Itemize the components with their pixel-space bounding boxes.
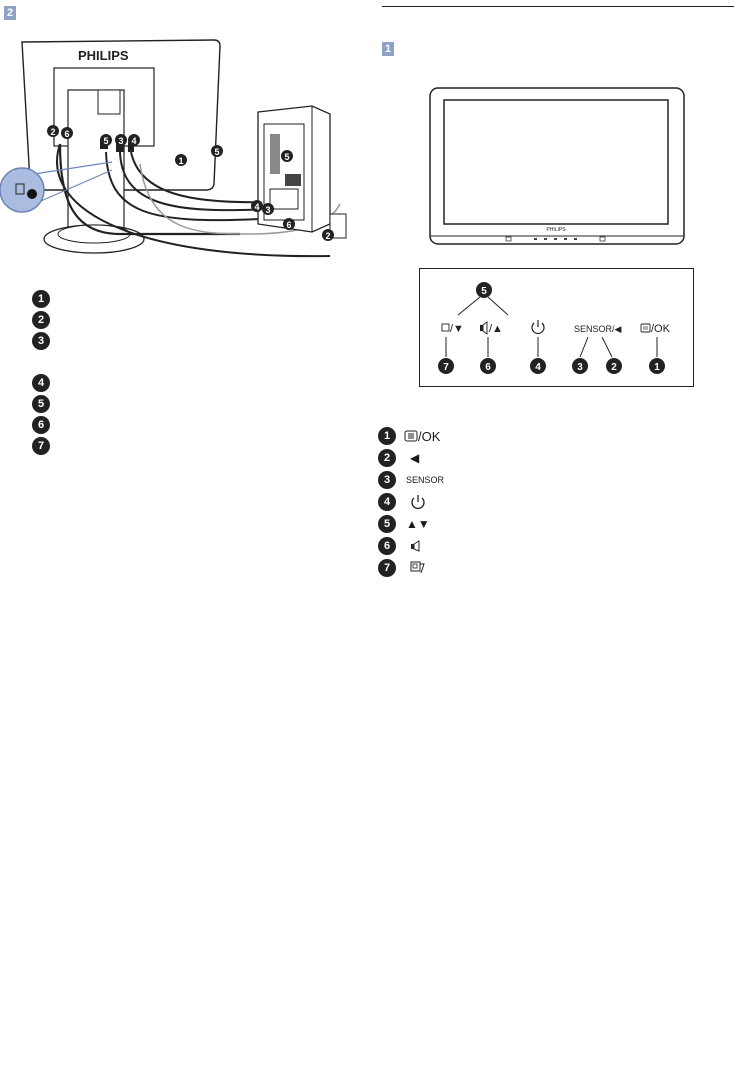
legend-number: 3: [378, 471, 396, 489]
input-icon: [410, 561, 426, 575]
sensor-left-label: SENSOR/◀: [574, 324, 622, 334]
legend-number: 1: [378, 427, 396, 445]
svg-text:2: 2: [325, 231, 330, 241]
legend-row: 4: [378, 491, 444, 513]
callout-5b: 5: [211, 145, 223, 157]
svg-text:1: 1: [178, 156, 183, 166]
legend-row: 2 ◀: [378, 447, 444, 469]
legend-number: 7: [378, 559, 396, 577]
monitor-brand-logo: PHILIPS: [78, 48, 129, 63]
panel-callout-2: 2: [611, 362, 617, 373]
svg-text:6: 6: [286, 220, 291, 230]
panel-callout-4: 4: [535, 362, 541, 373]
legend-number: 4: [378, 493, 396, 511]
legend-label: SENSOR: [406, 475, 445, 485]
front-brand: PHILIPS: [546, 227, 566, 233]
callout-5: 5: [100, 134, 112, 146]
svg-text:5: 5: [214, 147, 219, 157]
up-down-icon: ▲▼: [406, 517, 430, 531]
svg-text:/▼: /▼: [450, 323, 464, 335]
section-2-badge: 2: [4, 6, 16, 20]
legend-row: 3 SENSOR: [378, 469, 444, 491]
svg-text:4: 4: [131, 136, 136, 146]
sensor-label: SENSOR: [406, 475, 444, 485]
panel-callout-7: 7: [443, 362, 449, 373]
power-icon: [531, 320, 545, 334]
header-divider: [382, 6, 734, 7]
svg-text:5: 5: [284, 152, 289, 162]
callout-4b: 4: [251, 200, 263, 212]
svg-text:3: 3: [118, 136, 123, 146]
panel-callout-1: 1: [654, 362, 660, 373]
left-arrow-icon: ◀: [410, 451, 419, 465]
svg-text:4: 4: [254, 202, 259, 212]
legend-label: ▲▼: [406, 517, 430, 531]
callout-2b: 2: [322, 229, 334, 241]
input-down-label: /▼: [441, 323, 464, 335]
callout-3b: 3: [262, 203, 274, 215]
svg-text:5: 5: [103, 136, 108, 146]
speaker-icon: [410, 539, 424, 553]
svg-text:3: 3: [265, 205, 270, 215]
panel-callout-3: 3: [577, 362, 583, 373]
connection-legend: 1 2 3 4 5 6 7: [32, 287, 50, 455]
section-1-badge: 1: [382, 42, 394, 56]
legend-number: 5: [378, 515, 396, 533]
legend-row: 5 ▲▼: [378, 513, 444, 535]
legend-number: 3: [32, 332, 50, 350]
legend-number: 4: [32, 374, 50, 392]
svg-text:2: 2: [50, 127, 55, 137]
legend-number: 2: [378, 449, 396, 467]
connection-diagram: PHILIPS 1 2 6 5 3 4 5 5 4 3 6 2: [0, 39, 347, 258]
legend-label: ◀: [410, 451, 420, 465]
zoom-inset: [0, 167, 45, 213]
legend-row: 1 /OK: [378, 425, 444, 447]
panel-callout-6: 6: [485, 362, 491, 373]
svg-text:/▲: /▲: [489, 323, 503, 335]
legend-number: 6: [32, 416, 50, 434]
legend-label: /OK: [418, 428, 441, 444]
legend-number: 7: [32, 437, 50, 455]
legend-number: 2: [32, 311, 50, 329]
legend-row: 6: [378, 535, 444, 557]
volume-up-label: /▲: [480, 321, 503, 335]
callout-2: 2: [47, 125, 59, 137]
controls-legend: 1 /OK 2 ◀ 3 SENSOR 4 5 ▲▼ 6 7: [378, 425, 444, 579]
control-panel-box: [419, 268, 694, 387]
monitor-front-diagram: PHILIPS: [429, 87, 685, 245]
legend-number: 5: [32, 395, 50, 413]
callout-6: 6: [61, 127, 73, 139]
menu-icon: /OK: [404, 429, 440, 444]
legend-row: 7: [378, 557, 444, 579]
legend-number: 6: [378, 537, 396, 555]
callout-1: 1: [175, 154, 187, 166]
callout-5c: 5: [281, 150, 293, 162]
svg-text:6: 6: [64, 129, 69, 139]
callout-4: 4: [128, 134, 140, 146]
callout-6b: 6: [283, 218, 295, 230]
legend-number: 1: [32, 290, 50, 308]
menu-ok-label: /OK: [640, 323, 671, 335]
control-panel-diagram: /▼ /▲ SENSOR/◀ /OK 5 7 6 4 3 2 1: [438, 282, 671, 374]
power-icon: [410, 494, 426, 510]
svg-text:/OK: /OK: [651, 323, 671, 335]
callout-3: 3: [115, 134, 127, 146]
panel-callout-5: 5: [481, 286, 487, 297]
